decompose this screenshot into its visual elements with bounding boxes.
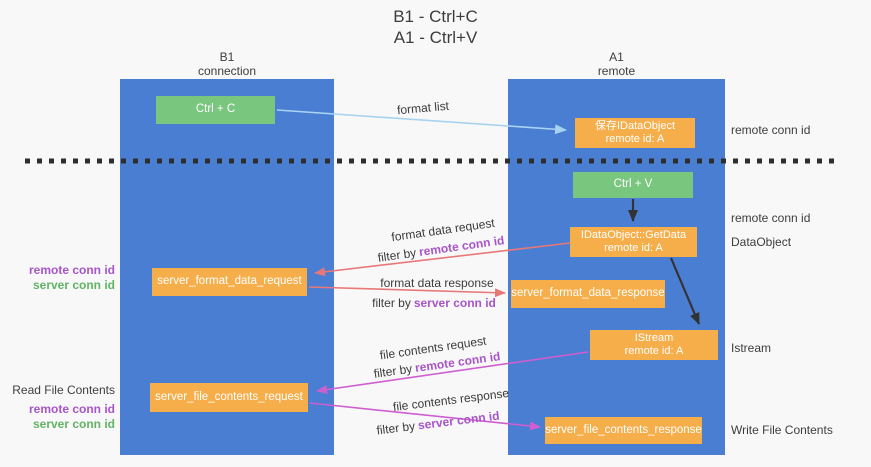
ctrl-v-box: Ctrl + V bbox=[573, 172, 693, 198]
left-remote-conn-id-label-2: remote conn id bbox=[28, 402, 115, 416]
dataobject-label: DataObject bbox=[731, 235, 792, 249]
right-remote-conn-id-mid-label: remote conn id bbox=[731, 211, 811, 225]
file-request-label: server_file_contents_request bbox=[155, 390, 303, 403]
filter-by-text: filter by bbox=[376, 245, 418, 265]
istream-side-label: Istream bbox=[731, 341, 772, 355]
lane-b1-subtitle: connection bbox=[197, 64, 257, 78]
right-remote-conn-id-top-label: remote conn id bbox=[731, 123, 811, 137]
istream-box: IStream remote id: A bbox=[590, 330, 718, 360]
istream-line2: remote id: A bbox=[624, 345, 684, 357]
server-format-data-request-box: server_format_data_request bbox=[152, 268, 307, 296]
server-file-contents-request-box: server_file_contents_request bbox=[150, 383, 308, 412]
lane-header-a1: A1 remote bbox=[508, 50, 725, 78]
left-server-conn-id-label-2: server conn id bbox=[32, 417, 115, 431]
filter-by-text: filter by bbox=[372, 361, 414, 381]
read-file-contents-group: Read File Contents remote conn id server… bbox=[0, 383, 115, 432]
format-request-label: server_format_data_request bbox=[157, 275, 302, 288]
format-response-label: server_format_data_response bbox=[511, 287, 665, 300]
lane-header-b1: B1 connection bbox=[120, 50, 334, 78]
diagram-title: B1 - Ctrl+C A1 - Ctrl+V bbox=[0, 6, 871, 48]
title-line-1: B1 - Ctrl+C bbox=[393, 7, 478, 26]
save-idataobject-line2: remote id: A bbox=[605, 133, 665, 145]
write-file-contents-label: Write File Contents bbox=[731, 423, 833, 437]
save-idataobject-line1: 保存IDataObject bbox=[594, 119, 676, 132]
left-remote-conn-id-label: remote conn id bbox=[28, 263, 115, 277]
file-response-label: server_file_contents_response bbox=[545, 423, 702, 436]
server-format-data-response-box: server_format_data_response bbox=[511, 280, 665, 308]
title-line-2: A1 - Ctrl+V bbox=[393, 28, 478, 47]
read-file-contents-label: Read File Contents bbox=[12, 383, 115, 397]
istream-line1: IStream bbox=[634, 331, 674, 344]
server-conn-id-text: server conn id bbox=[413, 296, 496, 310]
save-idataobject-box: 保存IDataObject remote id: A bbox=[575, 118, 695, 148]
getdata-line1: IDataObject::GetData bbox=[580, 228, 687, 241]
filter-by-text: filter by bbox=[375, 418, 416, 438]
idataobject-getdata-box: IDataObject::GetData remote id: A bbox=[570, 227, 697, 257]
format-list-label: format list bbox=[396, 98, 450, 118]
ctrl-c-box: Ctrl + C bbox=[156, 96, 275, 124]
server-file-contents-response-box: server_file_contents_response bbox=[545, 417, 702, 444]
lane-a1-name: A1 bbox=[609, 50, 624, 64]
filter-by-text: filter by bbox=[372, 296, 411, 310]
lane-a1-subtitle: remote bbox=[597, 64, 636, 78]
left-server-conn-id-label: server conn id bbox=[32, 278, 115, 292]
left-conn-id-group: remote conn id server conn id bbox=[3, 263, 115, 293]
lane-b1-name: B1 bbox=[219, 50, 235, 64]
getdata-line2: remote id: A bbox=[604, 242, 663, 254]
ctrl-v-label: Ctrl + V bbox=[613, 178, 653, 191]
server-conn-id-text: server conn id bbox=[417, 408, 501, 433]
ctrl-c-label: Ctrl + C bbox=[195, 103, 236, 116]
format-data-response-label: format data response bbox=[380, 276, 494, 290]
